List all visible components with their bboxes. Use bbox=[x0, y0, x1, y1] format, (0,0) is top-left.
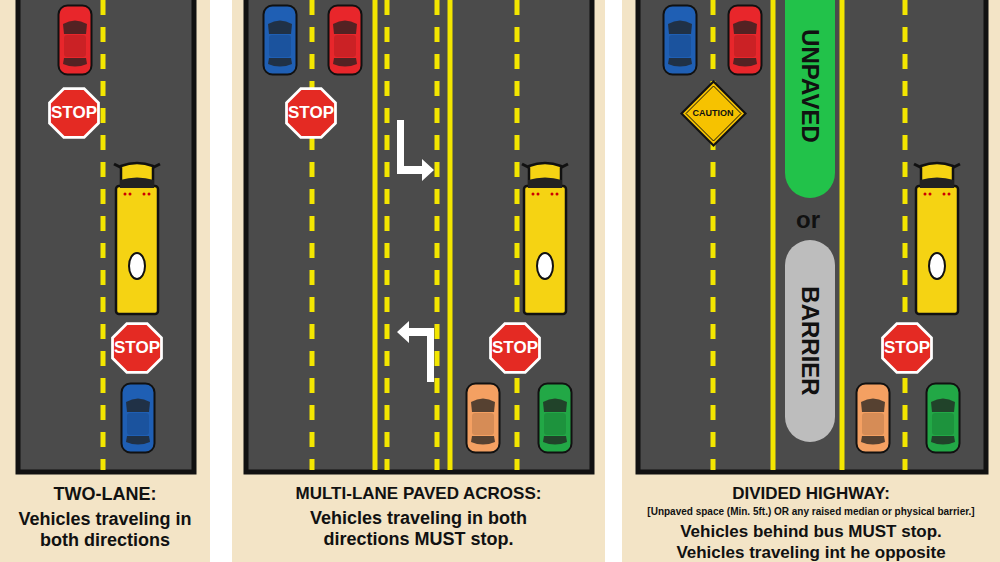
caption-text: Vehicles behind bus MUST stop. bbox=[626, 522, 996, 542]
stop-text: STOP bbox=[288, 103, 334, 123]
road-panel: DIVIDED HIGHWAY: [Unpaved space (Min. 5ft… bbox=[622, 0, 1000, 562]
stop-sign: STOP bbox=[46, 85, 102, 141]
road-panel: TWO-LANE: Vehicles traveling in both dire… bbox=[0, 0, 210, 562]
stop-text: STOP bbox=[51, 103, 97, 123]
caution-text: CAUTION bbox=[693, 108, 734, 118]
median-band: UNPAVED bbox=[785, 0, 835, 198]
stop-text: STOP bbox=[114, 338, 160, 358]
stop-sign: STOP bbox=[283, 85, 339, 141]
panel-caption: MULTI-LANE PAVED ACROSS: Vehicles traveli… bbox=[232, 484, 605, 551]
caution-sign: CAUTION bbox=[680, 80, 747, 147]
separator-word: or bbox=[796, 206, 820, 234]
panel-caption: DIVIDED HIGHWAY: [Unpaved space (Min. 5ft… bbox=[622, 484, 1000, 562]
stop-sign: STOP bbox=[487, 320, 543, 376]
median-band: BARRIER bbox=[785, 240, 835, 442]
caption-text: Vehicles traveling in both directions bbox=[18, 509, 193, 551]
panel-caption: TWO-LANE: Vehicles traveling in both dire… bbox=[0, 484, 210, 552]
stop-text: STOP bbox=[884, 338, 930, 358]
stop-text: STOP bbox=[492, 338, 538, 358]
caption-text: Vehicles traveling in both directions MU… bbox=[284, 508, 554, 550]
median-text: BARRIER bbox=[796, 286, 824, 395]
road-panel: MULTI-LANE PAVED ACROSS: Vehicles traveli… bbox=[232, 0, 605, 562]
stop-sign: STOP bbox=[109, 320, 165, 376]
caption-text: DIVIDED HIGHWAY: bbox=[626, 484, 996, 504]
caption-text: Vehicles traveling int he opposite bbox=[626, 543, 996, 562]
caption-text: TWO-LANE: bbox=[10, 484, 200, 505]
median-text: UNPAVED bbox=[796, 29, 824, 143]
caption-text: [Unpaved space (Min. 5ft.) OR any raised… bbox=[626, 506, 996, 518]
stop-sign: STOP bbox=[879, 320, 935, 376]
caption-text: MULTI-LANE PAVED ACROSS: bbox=[239, 484, 599, 504]
